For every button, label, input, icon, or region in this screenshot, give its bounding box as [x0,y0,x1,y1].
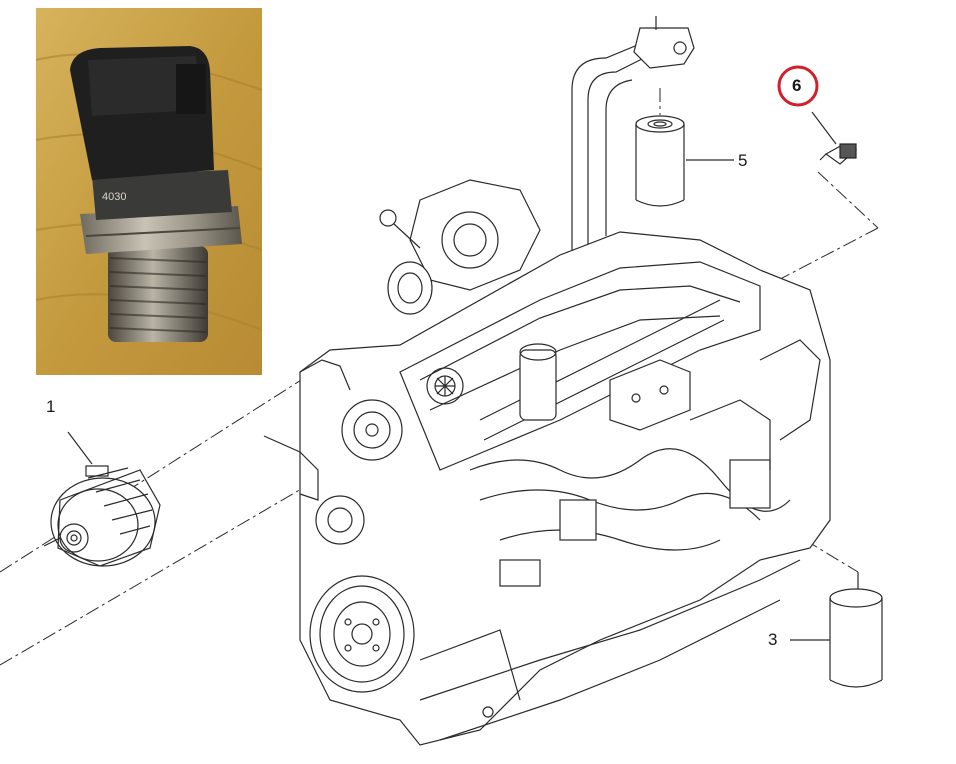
fuel-filter-drawing [635,115,734,207]
pressure-sensor-drawing [811,111,858,165]
engine-drawing [263,16,831,746]
oil-filter-drawing [790,572,883,688]
part-marking: 4030 [102,191,126,203]
highlight-ring [777,65,819,107]
sensor-photo: 4030 [35,8,263,375]
leader-lines [0,88,879,666]
callout-5: 5 [738,151,748,170]
callout-6: 6 [792,76,802,95]
callout-1: 1 [46,397,56,416]
callout-3: 3 [768,630,778,649]
alternator-drawing [43,431,161,567]
